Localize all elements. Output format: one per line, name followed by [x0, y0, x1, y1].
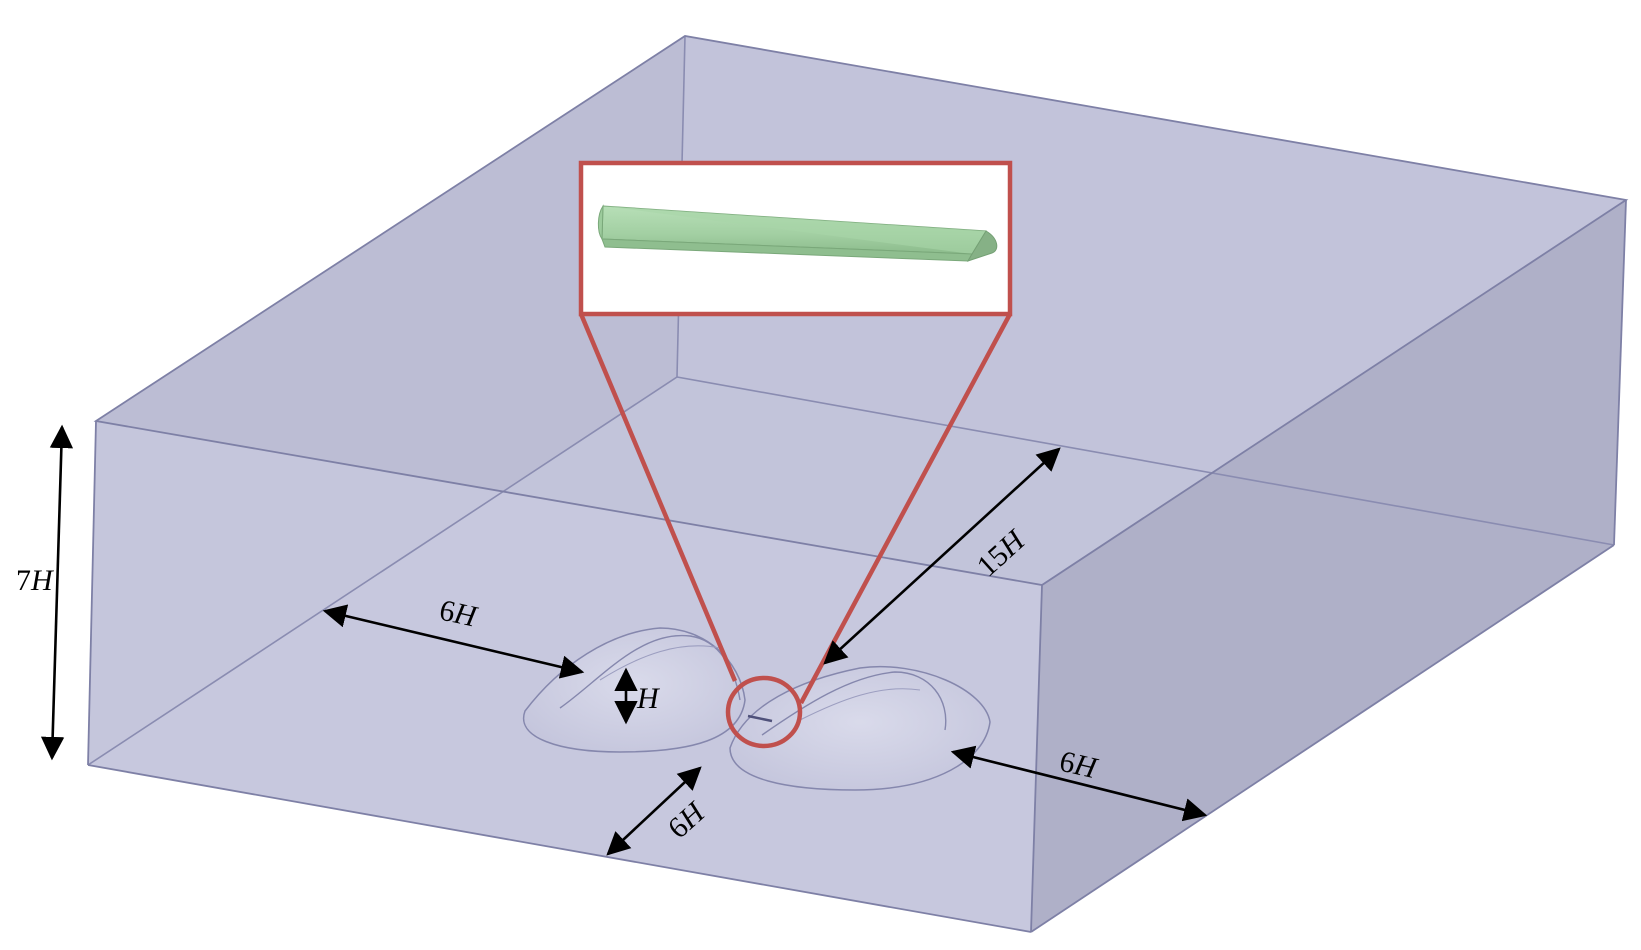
arrow-downstream	[823, 447, 1061, 665]
cylinder-model	[597, 204, 998, 262]
zoom-callout	[578, 160, 1013, 749]
arrow-front-gap	[606, 766, 702, 856]
callout-circle	[725, 675, 803, 749]
label-hill-height: H	[636, 682, 661, 715]
arrow-left-gap	[322, 604, 585, 679]
arrow-right-gap	[950, 745, 1208, 822]
arrow-height-total	[40, 424, 74, 761]
cylinder-in-scene	[747, 714, 773, 723]
label-height-total: 7H	[16, 564, 55, 597]
dimension-arrows	[40, 424, 1208, 856]
callout-line-left	[578, 313, 738, 682]
